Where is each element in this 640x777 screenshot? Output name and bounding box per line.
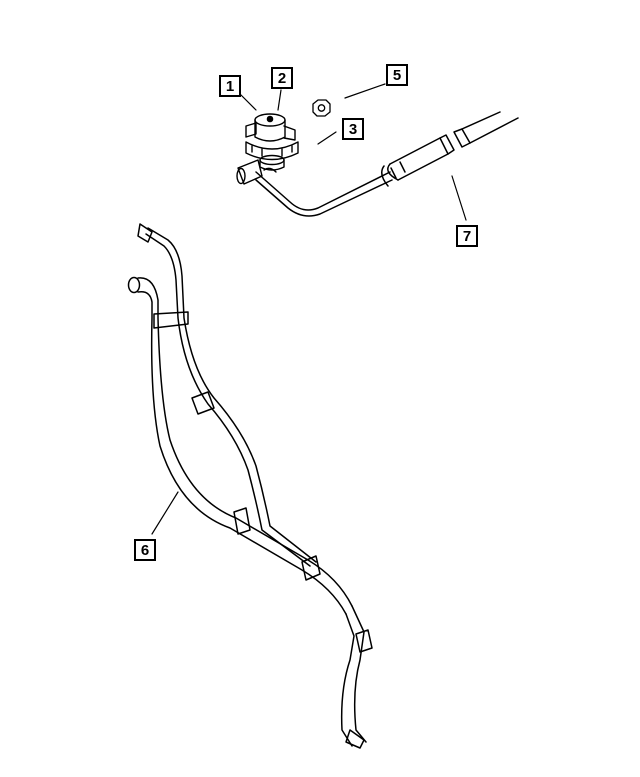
hose-assembly (127, 223, 373, 749)
leader-2 (277, 89, 282, 111)
callout-3: 3 (342, 118, 364, 140)
callout-5: 5 (386, 64, 408, 86)
leader-6 (151, 491, 179, 535)
leader-lines (151, 83, 467, 535)
vacuum-hose (255, 111, 519, 217)
leader-3 (317, 131, 337, 145)
callout-2: 2 (271, 67, 293, 89)
leader-5 (344, 83, 386, 99)
callout-1: 1 (219, 75, 241, 97)
leader-7 (451, 175, 467, 221)
callout-7: 7 (456, 225, 478, 247)
nut-part (312, 99, 331, 117)
valve-assembly (236, 113, 299, 185)
callout-6: 6 (134, 539, 156, 561)
leader-1 (239, 93, 257, 111)
